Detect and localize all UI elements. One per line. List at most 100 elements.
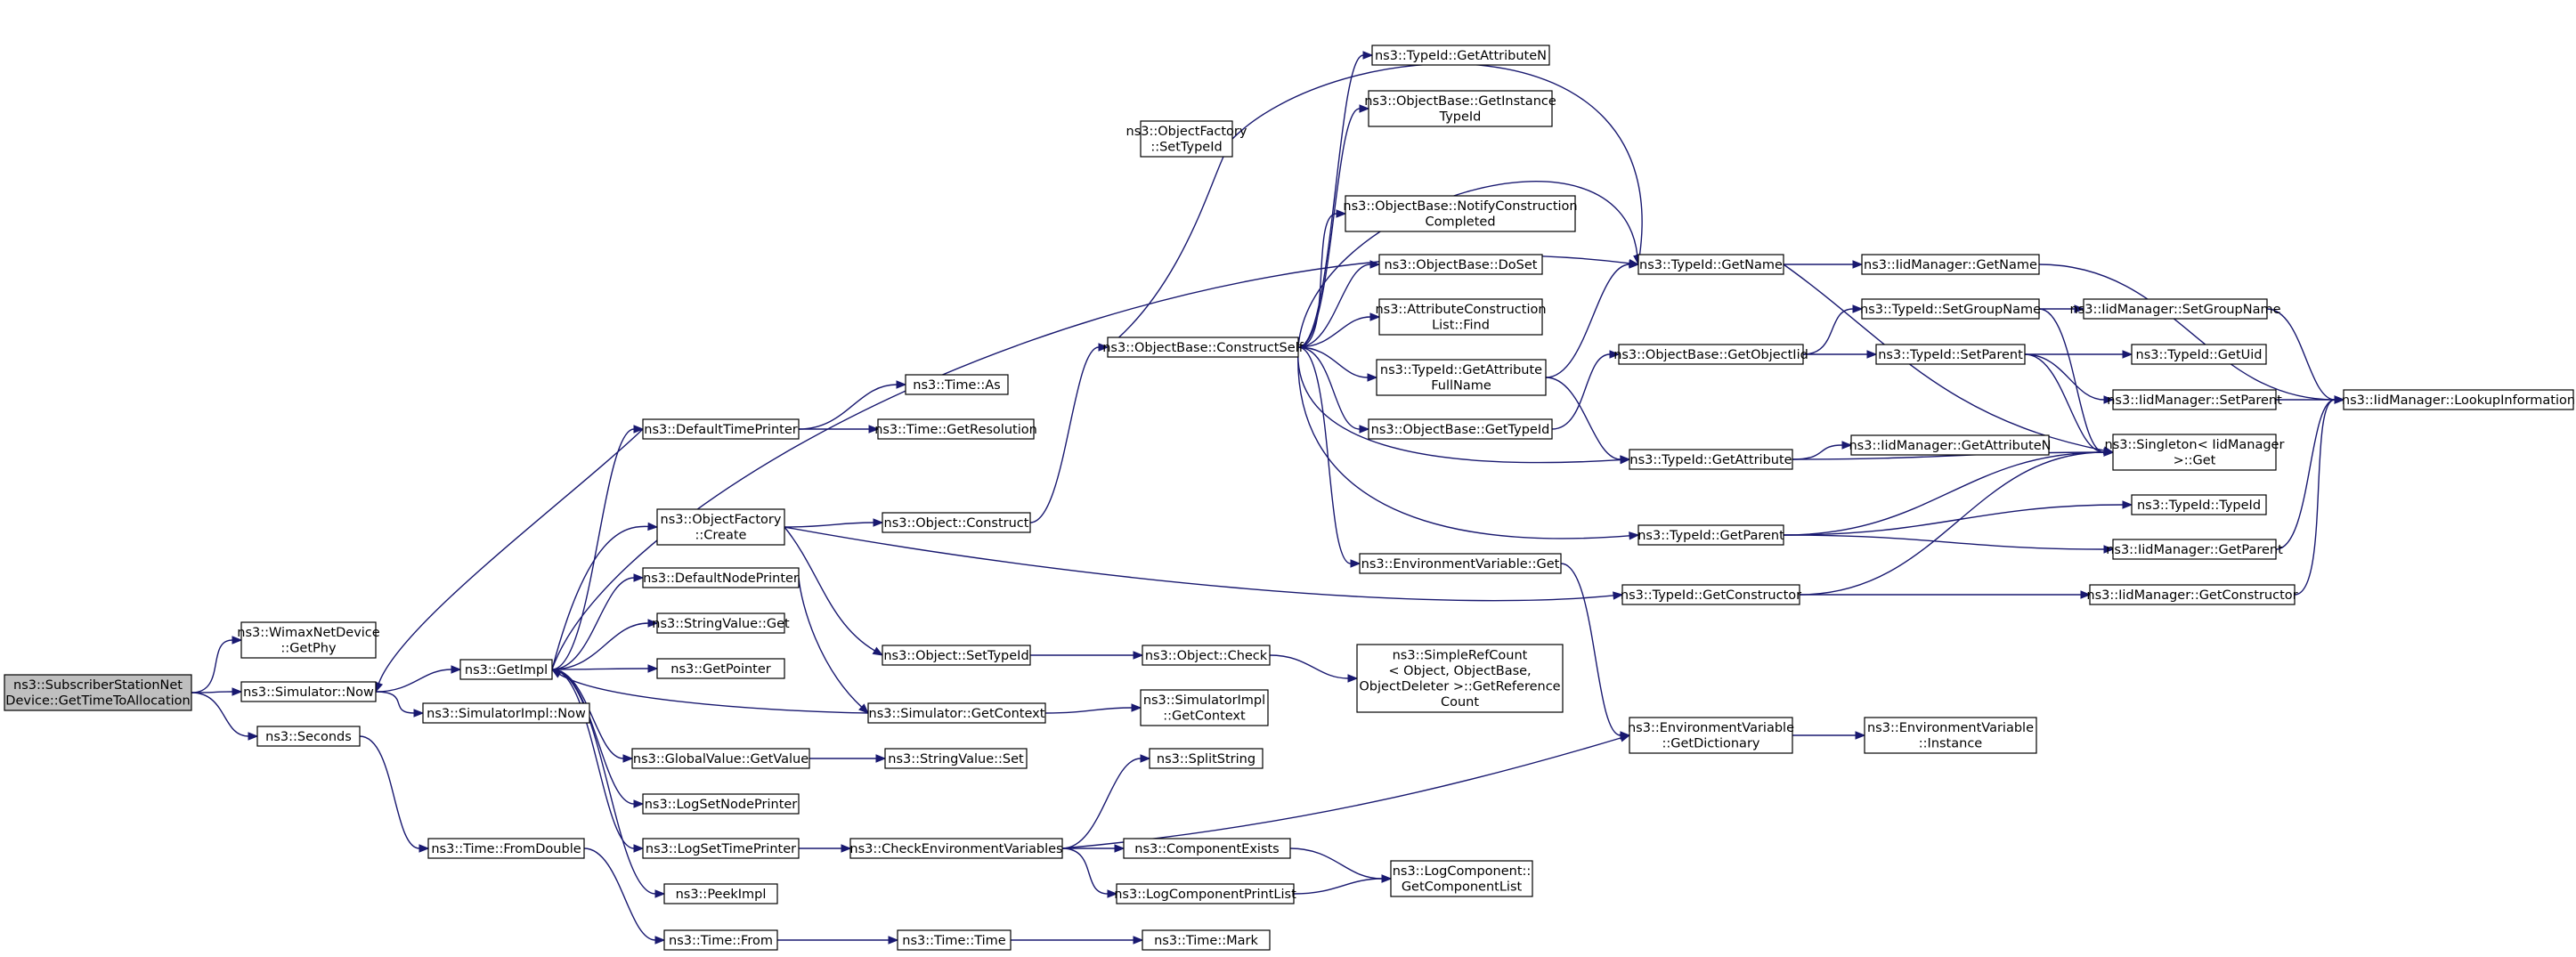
edge-seconds-to-time-from-double — [359, 735, 430, 853]
node-type-id-get-attribute[interactable]: ns3::TypeId::GetAttribute — [1629, 449, 1793, 470]
edge-construct-self-to-obj-base-do-set — [1297, 260, 1381, 348]
node-label: ns3::ObjectBase::GetObjectIid — [1613, 348, 1808, 362]
edge-iid-set-group-name-to-iid-lookup-information — [2266, 308, 2345, 404]
node-obj-check[interactable]: ns3::Object::Check — [1142, 645, 1271, 666]
node-box — [256, 726, 361, 747]
node-time-time[interactable]: ns3::Time::Time — [897, 929, 1012, 951]
node-sim-get-context[interactable]: ns3::Simulator::GetContext — [867, 702, 1046, 724]
node-split-string[interactable]: ns3::SplitString — [1149, 748, 1264, 769]
node-label: ns3::Time::Time — [902, 934, 1006, 948]
node-default-time-printer[interactable]: ns3::DefaultTimePrinter — [642, 418, 800, 440]
node-env-var-instance[interactable]: ns3::EnvironmentVariable::Instance — [1864, 717, 2037, 754]
node-obj-base-get-object-iid[interactable]: ns3::ObjectBase::GetObjectIid — [1613, 344, 1808, 365]
node-global-value-get-value[interactable]: ns3::GlobalValue::GetValue — [631, 748, 810, 769]
node-label: < Object, ObjectBase, — [1388, 664, 1531, 678]
node-type-id-get-name[interactable]: ns3::TypeId::GetName — [1637, 254, 1784, 275]
nodes-layer: ns3::SubscriberStationNetDevice::GetTime… — [4, 45, 2575, 951]
edge-time-time-to-time-mark — [1011, 936, 1144, 945]
node-time-mark[interactable]: ns3::Time::Mark — [1142, 929, 1271, 951]
edge-check-env-vars-to-split-string — [1061, 754, 1151, 849]
node-sim-impl-now[interactable]: ns3::SimulatorImpl::Now — [422, 702, 590, 724]
edge-construct-self-to-type-id-get-attribute-n — [1297, 51, 1374, 348]
node-label: ns3::Object::Construct — [884, 516, 1029, 531]
node-time-from-double[interactable]: ns3::Time::FromDouble — [427, 838, 585, 859]
node-obj-set-type-id[interactable]: ns3::Object::SetTypeId — [882, 645, 1031, 666]
node-box — [2131, 344, 2267, 365]
node-type-id-type-id[interactable]: ns3::TypeId::TypeId — [2131, 494, 2267, 515]
node-sim-now[interactable]: ns3::Simulator::Now — [240, 681, 377, 702]
node-time-get-resolution[interactable]: ns3::Time::GetResolution — [874, 418, 1037, 440]
node-label: ns3::TypeId::GetAttribute — [1380, 363, 1542, 377]
node-label: ::GetContext — [1163, 710, 1246, 724]
node-get-impl[interactable]: ns3::GetImpl — [459, 659, 553, 680]
node-obj-factory-set-type-id[interactable]: ns3::ObjectFactory::SetTypeId — [1126, 120, 1247, 158]
node-iid-set-parent[interactable]: ns3::IidManager::SetParent — [2107, 389, 2282, 410]
node-obj-base-get-type-id[interactable]: ns3::ObjectBase::GetTypeId — [1368, 418, 1553, 440]
node-obj-base-do-set[interactable]: ns3::ObjectBase::DoSet — [1378, 254, 1543, 275]
node-default-node-printer[interactable]: ns3::DefaultNodePrinter — [642, 567, 800, 588]
node-env-var-get-dictionary[interactable]: ns3::EnvironmentVariable::GetDictionary — [1628, 717, 1794, 754]
node-obj-construct[interactable]: ns3::Object::Construct — [882, 512, 1031, 533]
edge-obj-check-to-simple-ref-count — [1269, 654, 1359, 683]
node-construct-self[interactable]: ns3::ObjectBase::ConstructSelf — [1102, 337, 1304, 358]
node-label: ns3::LogComponent:: — [1393, 864, 1532, 879]
node-box — [1864, 717, 2037, 754]
node-singleton-get[interactable]: ns3::Singleton< IidManager >::Get — [2105, 434, 2285, 471]
node-iid-get-parent[interactable]: ns3::IidManager::GetParent — [2106, 539, 2283, 560]
node-type-id-set-parent[interactable]: ns3::TypeId::SetParent — [1875, 344, 2026, 365]
node-iid-get-attribute-n[interactable]: ns3::IidManager::GetAttributeN — [1849, 434, 2052, 456]
node-box — [663, 883, 778, 904]
node-log-component-print-list[interactable]: ns3::LogComponentPrintList — [1114, 883, 1296, 904]
node-label: ns3::Time::From — [669, 934, 773, 948]
node-string-value-get[interactable]: ns3::StringValue::Get — [652, 612, 790, 634]
edge-type-id-get-parent-to-iid-get-parent — [1783, 534, 2115, 554]
node-type-id-get-attribute-n[interactable]: ns3::TypeId::GetAttributeN — [1371, 45, 1550, 66]
node-label: ns3::IidManager::SetGroupName — [2069, 303, 2280, 317]
node-root[interactable]: ns3::SubscriberStationNetDevice::GetTime… — [4, 674, 192, 711]
node-iid-get-name[interactable]: ns3::IidManager::GetName — [1861, 254, 2040, 275]
edge-get-impl-to-log-set-node-printer — [551, 669, 645, 808]
node-env-var-get[interactable]: ns3::EnvironmentVariable::Get — [1359, 553, 1562, 574]
edge-sim-now-to-get-impl — [375, 665, 462, 693]
node-iid-lookup-information[interactable]: ns3::IidManager::LookupInformation — [2342, 389, 2575, 410]
node-sim-impl-get-context[interactable]: ns3::SimulatorImpl::GetContext — [1140, 689, 1269, 726]
node-check-env-vars[interactable]: ns3::CheckEnvironmentVariables — [849, 838, 1063, 859]
node-label: ns3::SubscriberStationNet — [13, 678, 183, 693]
edge-type-id-get-constructor-to-iid-get-constructor — [1800, 590, 2092, 599]
node-component-exists[interactable]: ns3::ComponentExists — [1123, 838, 1291, 859]
node-obj-factory-create[interactable]: ns3::ObjectFactory::Create — [656, 508, 785, 546]
node-log-set-node-printer[interactable]: ns3::LogSetNodePrinter — [642, 793, 800, 815]
node-iid-set-group-name[interactable]: ns3::IidManager::SetGroupName — [2069, 298, 2281, 320]
node-box — [1629, 717, 1793, 754]
node-box — [631, 748, 810, 769]
node-type-id-get-parent[interactable]: ns3::TypeId::GetParent — [1637, 524, 1784, 546]
edge-type-id-get-parent-to-type-id-type-id — [1783, 500, 2133, 536]
node-label: ::SetTypeId — [1150, 141, 1222, 155]
node-label: ns3::IidManager::GetName — [1864, 258, 2037, 272]
node-type-id-set-group-name[interactable]: ns3::TypeId::SetGroupName — [1860, 298, 2041, 320]
node-box — [1371, 45, 1550, 66]
node-box — [1875, 344, 2026, 365]
node-label: ::GetDictionary — [1662, 737, 1760, 751]
node-type-id-get-uid[interactable]: ns3::TypeId::GetUid — [2131, 344, 2267, 365]
node-peek-impl[interactable]: ns3::PeekImpl — [663, 883, 778, 904]
node-type-id-get-constructor[interactable]: ns3::TypeId::GetConstructor — [1621, 584, 1801, 605]
node-seconds[interactable]: ns3::Seconds — [256, 726, 361, 747]
node-log-component-get-list[interactable]: ns3::LogComponent::GetComponentList — [1390, 860, 1533, 897]
node-label: ns3::Time::Mark — [1154, 934, 1258, 948]
node-string-value-set[interactable]: ns3::StringValue::Set — [884, 748, 1028, 769]
edge-construct-self-to-obj-factory-set-type-id — [1107, 137, 1233, 348]
node-time-from[interactable]: ns3::Time::From — [663, 929, 778, 951]
node-wimax-get-phy[interactable]: ns3::WimaxNetDevice::GetPhy — [237, 621, 380, 659]
node-iid-get-constructor[interactable]: ns3::IidManager::GetConstructor — [2086, 584, 2298, 605]
node-simple-ref-count[interactable]: ns3::SimpleRefCount< Object, ObjectBase,… — [1356, 644, 1564, 713]
node-time-as[interactable]: ns3::Time::As — [905, 374, 1009, 395]
edge-default-time-printer-to-time-as — [798, 380, 907, 430]
node-log-set-time-printer[interactable]: ns3::LogSetTimePrinter — [642, 838, 800, 859]
node-label: ns3::SimulatorImpl — [1143, 693, 1265, 708]
node-get-pointer[interactable]: ns3::GetPointer — [656, 658, 785, 679]
node-notify-construction-completed[interactable]: ns3::ObjectBase::NotifyConstructionCompl… — [1343, 195, 1578, 232]
